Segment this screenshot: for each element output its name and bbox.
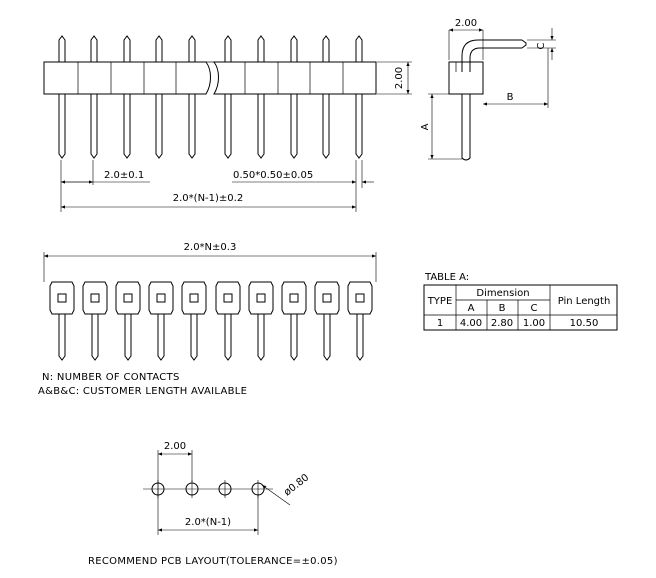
top-view: 2.0*N±0.3 xyxy=(43,242,377,361)
front-pin-top xyxy=(355,35,363,62)
front-pin-top xyxy=(188,35,196,62)
side-b-label: B xyxy=(507,92,514,103)
contact-square xyxy=(223,293,233,303)
front-pin-top xyxy=(90,35,98,62)
table-cell-pin-length: 10.50 xyxy=(570,318,599,329)
side-c-label: C xyxy=(536,42,547,49)
top-pin xyxy=(124,314,132,361)
pcb-hole-label: ø0.80 xyxy=(282,472,311,498)
table-cell-b: 2.80 xyxy=(491,318,513,329)
top-pin xyxy=(290,314,298,361)
front-housing xyxy=(43,61,377,95)
side-view: 2.00 C B A xyxy=(420,18,556,161)
contact-cell xyxy=(115,281,141,315)
front-view-pins xyxy=(58,35,363,159)
contact-cell xyxy=(49,281,75,315)
contact-cell xyxy=(82,281,108,315)
top-pin xyxy=(58,314,66,361)
front-pin-bottom xyxy=(58,94,66,159)
contact-square xyxy=(57,293,67,303)
top-pin xyxy=(323,314,331,361)
notes-line-2: A&B&C: CUSTOMER LENGTH AVAILABLE xyxy=(38,386,248,397)
contact-cell xyxy=(148,281,174,315)
front-pin-top xyxy=(123,35,131,62)
contact-square xyxy=(355,293,365,303)
front-pin-bottom xyxy=(322,94,330,159)
top-pin xyxy=(91,314,99,361)
contact-square xyxy=(256,293,266,303)
top-overall-label: 2.0*N±0.3 xyxy=(184,242,237,253)
front-pin-bottom xyxy=(355,94,363,159)
front-pin-bottom xyxy=(90,94,98,159)
contact-cell xyxy=(248,281,274,315)
front-pin-bottom xyxy=(188,94,196,159)
front-view: 2.00 2.0±0.1 0.50*0.50±0.05 2.0*(N-1)±0.… xyxy=(43,35,412,212)
top-pin xyxy=(224,314,232,361)
front-pin-top xyxy=(155,35,163,62)
top-pin xyxy=(157,314,165,361)
table-caption: TABLE A: xyxy=(424,272,469,283)
dimension-table: TABLE A: TYPE Dimension A B C Pin Length… xyxy=(423,272,618,331)
table-header-b: B xyxy=(499,303,506,314)
notes-line-1: N: NUMBER OF CONTACTS xyxy=(42,372,180,383)
contact-cell xyxy=(347,281,373,315)
contact-square xyxy=(123,293,133,303)
table-header-a: A xyxy=(468,303,475,314)
table-cell-a: 4.00 xyxy=(460,318,482,329)
pitch-label: 2.0±0.1 xyxy=(104,170,144,181)
front-pin-bottom xyxy=(257,94,265,159)
side-top-label: 2.00 xyxy=(455,18,477,29)
table-cell-type: 1 xyxy=(437,318,443,329)
table-header-dimension: Dimension xyxy=(476,288,529,299)
pcb-overall-label: 2.0*(N-1) xyxy=(185,517,231,528)
pcb-holes xyxy=(151,480,265,498)
front-overall-label: 2.0*(N-1)±0.2 xyxy=(173,193,243,204)
contact-square xyxy=(322,293,332,303)
front-pin-top xyxy=(257,35,265,62)
pin-size-label: 0.50*0.50±0.05 xyxy=(233,170,313,181)
front-housing-seams xyxy=(77,62,344,94)
front-pin-top xyxy=(290,35,298,62)
pcb-pitch-label: 2.00 xyxy=(164,441,186,452)
table-header-type: TYPE xyxy=(427,296,453,307)
contact-cell xyxy=(181,281,207,315)
contact-square xyxy=(156,293,166,303)
pcb-caption: RECOMMEND PCB LAYOUT(TOLERANCE=±0.05) xyxy=(88,556,338,567)
top-pin xyxy=(190,314,198,361)
front-pin-top xyxy=(322,35,330,62)
table-cell-c: 1.00 xyxy=(523,318,545,329)
contact-square xyxy=(289,293,299,303)
contact-cell xyxy=(215,281,241,315)
front-pin-top xyxy=(224,35,232,62)
front-height-label: 2.00 xyxy=(394,67,405,89)
table-header-c: C xyxy=(531,303,538,314)
contact-cell xyxy=(281,281,307,315)
front-pin-bottom xyxy=(123,94,131,159)
side-a-label: A xyxy=(420,123,431,130)
table-header-pin-length: Pin Length xyxy=(558,296,611,307)
front-pin-bottom xyxy=(155,94,163,159)
top-pin xyxy=(356,314,364,361)
contact-square xyxy=(90,293,100,303)
front-pin-bottom xyxy=(224,94,232,159)
contact-cell xyxy=(314,281,340,315)
pcb-layout: 2.00 ø0.80 2.0*(N-1) xyxy=(143,441,311,535)
top-view-contacts xyxy=(49,281,373,315)
front-pin-top xyxy=(58,35,66,62)
front-pin-bottom xyxy=(290,94,298,159)
top-view-pins xyxy=(58,314,364,361)
top-pin xyxy=(257,314,265,361)
contact-square xyxy=(189,293,199,303)
